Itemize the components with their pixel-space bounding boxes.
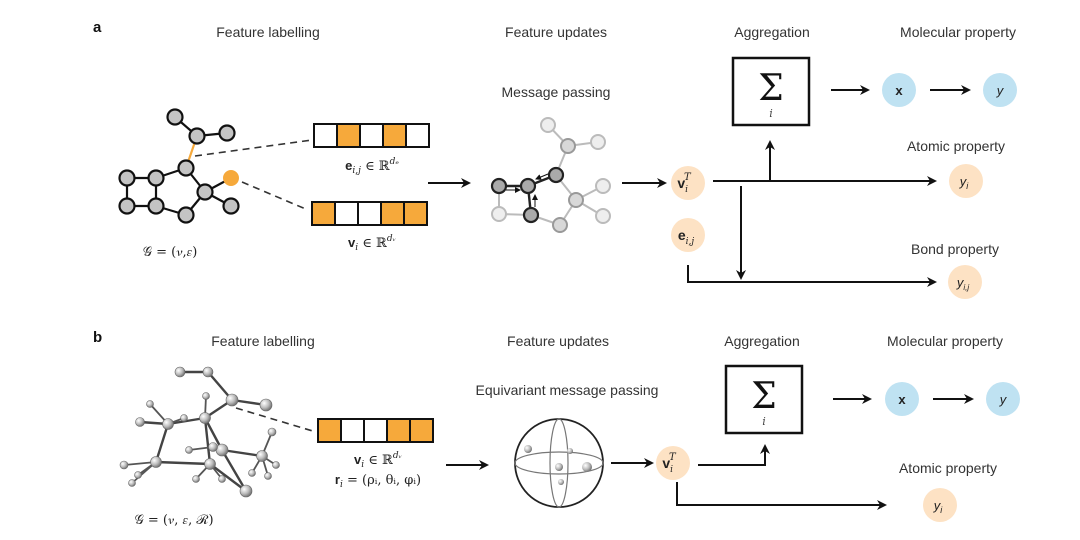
message-passing-subtitle: Message passing	[502, 84, 611, 100]
bond-property-yij: yi,j	[948, 265, 982, 299]
panel-b: b Feature labelling Feature updates Aggr…	[93, 329, 1020, 528]
bond-property-title: Bond property	[911, 241, 999, 257]
feature-cell-filled	[386, 418, 411, 443]
arrow-to-aggregation-b	[698, 444, 770, 466]
svg-text:x: x	[898, 392, 906, 407]
node-embedding-vT-b: viT	[656, 446, 690, 480]
aggregation-title: Aggregation	[734, 24, 810, 40]
svg-text:x: x	[895, 83, 903, 98]
feature-labelling-title-b: Feature labelling	[211, 333, 315, 349]
graph-formula: 𝒢 = (𝜈,𝜀)	[143, 245, 198, 260]
node-dashed-connector	[241, 181, 309, 211]
highlighted-atom	[223, 170, 239, 186]
feature-cell-filled	[336, 123, 361, 148]
svg-text:i: i	[769, 107, 773, 120]
molecular-property-title-b: Molecular property	[887, 333, 1003, 349]
graph-formula-b: 𝒢 = (𝜈, 𝜀, ℛ)	[134, 513, 213, 528]
svg-text:viT: viT	[662, 452, 677, 475]
feature-cell-filled	[409, 418, 434, 443]
svg-text:viT: viT	[677, 172, 692, 195]
svg-text:ei,j: ei,j	[678, 227, 695, 247]
node-embedding-vT: viT	[671, 166, 705, 200]
feature-cell-filled	[311, 201, 336, 226]
svg-text:Σ: Σ	[751, 376, 776, 417]
svg-text:y: y	[996, 83, 1005, 98]
node-feature-vector-b	[317, 418, 434, 443]
feature-updates-title: Feature updates	[505, 24, 607, 40]
svg-text:i: i	[762, 415, 766, 428]
panel-a: a Feature labelling Feature updates Aggr…	[93, 19, 1017, 299]
equivariant-sphere	[514, 418, 604, 508]
atomic-property-yi-b: yi	[923, 488, 957, 522]
molecular-embedding-x: x	[882, 73, 916, 107]
feature-cell-filled	[403, 201, 428, 226]
node-vector-formula: vi ∈ ℝdᵥ	[348, 234, 396, 253]
node-dashed-connector-b	[235, 407, 317, 433]
feature-cell-empty	[357, 201, 382, 226]
feature-cell-filled	[382, 123, 407, 148]
molecular-embedding-x-b: x	[885, 382, 919, 416]
feature-cell-empty	[334, 201, 359, 226]
molecular-property-y: y	[983, 73, 1017, 107]
feature-cell-filled	[317, 418, 342, 443]
aggregation-sum-box-b: Σ i	[724, 364, 804, 435]
svg-text:yi,j: yi,j	[956, 275, 970, 292]
edge-feature-vector	[313, 123, 430, 148]
atomic-property-yi: yi	[949, 164, 983, 198]
molecule-3d	[119, 366, 280, 498]
svg-text:y: y	[999, 392, 1008, 407]
atomic-property-title: Atomic property	[907, 138, 1005, 154]
atomic-property-title-b: Atomic property	[899, 460, 997, 476]
panel-b-label: b	[93, 329, 102, 346]
arrow-to-atomic-property-b	[676, 482, 887, 510]
edge-dashed-connector	[194, 139, 313, 157]
panel-a-label: a	[93, 19, 102, 36]
feature-updates-title-b: Feature updates	[507, 333, 609, 349]
feature-cell-filled	[380, 201, 405, 226]
edge-vector-formula: ei,j ∈ ℝdₑ	[345, 157, 399, 176]
svg-text:yi: yi	[933, 498, 944, 515]
node-vector-formula-b: vi ∈ ℝdᵥ	[354, 451, 402, 470]
atom-nodes	[118, 108, 240, 224]
molecular-property-title: Molecular property	[900, 24, 1016, 40]
aggregation-title-b: Aggregation	[724, 333, 800, 349]
feature-labelling-title: Feature labelling	[216, 24, 320, 40]
feature-cell-empty	[340, 418, 365, 443]
position-formula: ri = (ρᵢ, θᵢ, φᵢ)	[335, 472, 421, 490]
feature-cell-empty	[359, 123, 384, 148]
equivariant-message-passing-subtitle: Equivariant message passing	[476, 382, 659, 398]
molecular-graph	[118, 108, 240, 224]
svg-text:Σ: Σ	[758, 68, 783, 109]
svg-text:yi: yi	[959, 174, 970, 191]
molecular-property-y-b: y	[986, 382, 1020, 416]
node-feature-vector	[311, 201, 428, 226]
edge-embedding-e: ei,j	[671, 218, 705, 252]
aggregation-sum-box: Σ i	[731, 56, 811, 127]
arrow-to-bond-property	[687, 265, 937, 287]
feature-cell-empty	[405, 123, 430, 148]
feature-cell-empty	[313, 123, 338, 148]
feature-cell-empty	[363, 418, 388, 443]
message-passing-graph	[490, 117, 611, 233]
